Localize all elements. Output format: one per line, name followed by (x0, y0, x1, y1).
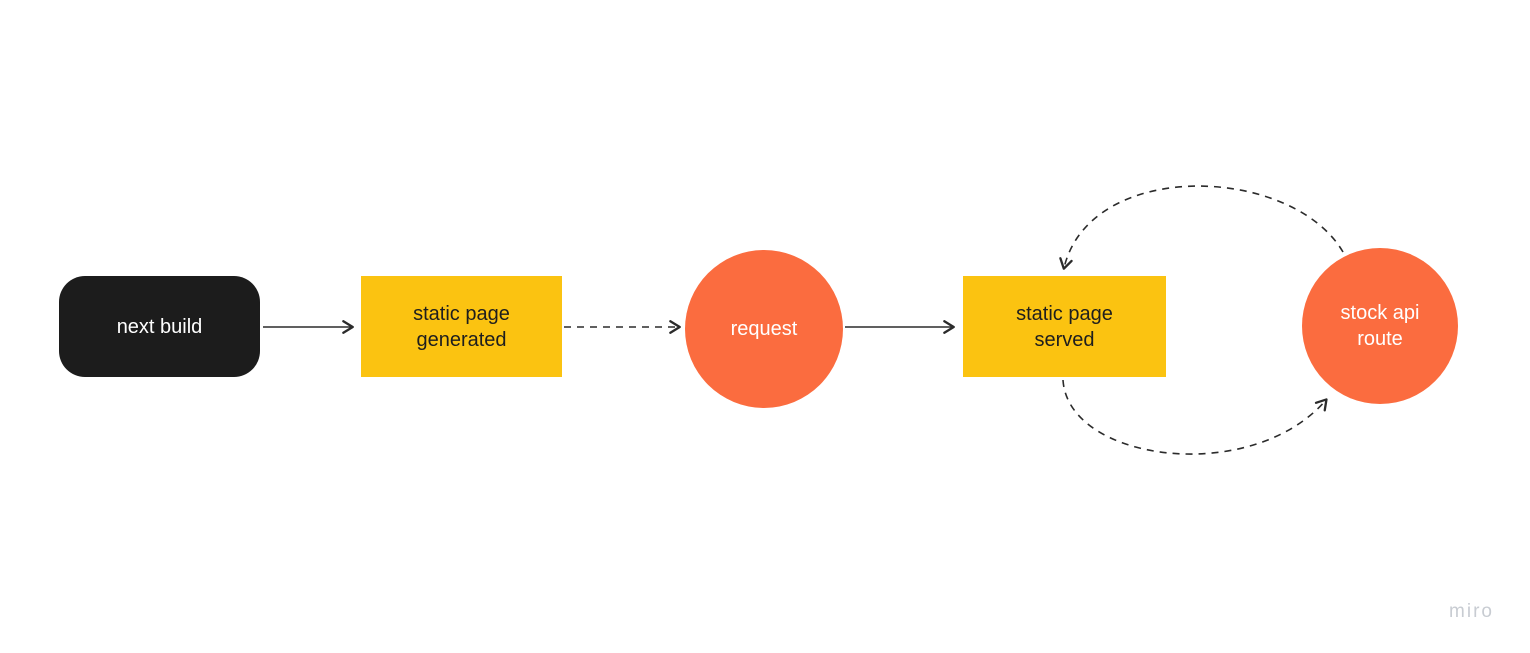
connector-static-page-served-to-stock-api-route[interactable] (1062, 379, 1328, 455)
connector-stock-api-route-to-static-page-served[interactable] (1059, 185, 1344, 270)
node-label: next build (116, 315, 203, 338)
node-next-build[interactable]: next build (59, 276, 260, 377)
node-static-page-generated[interactable]: static page generated (361, 276, 562, 377)
node-label: static page served (1016, 302, 1113, 351)
node-label: request (730, 318, 798, 340)
node-stock-api-route[interactable]: stock api route (1302, 248, 1458, 404)
miro-watermark: miro (1449, 601, 1494, 622)
node-label: stock api route (1340, 302, 1420, 350)
node-static-page-served[interactable]: static page served (963, 276, 1166, 377)
node-request[interactable]: request (685, 250, 843, 408)
node-label: static page generated (413, 302, 510, 351)
